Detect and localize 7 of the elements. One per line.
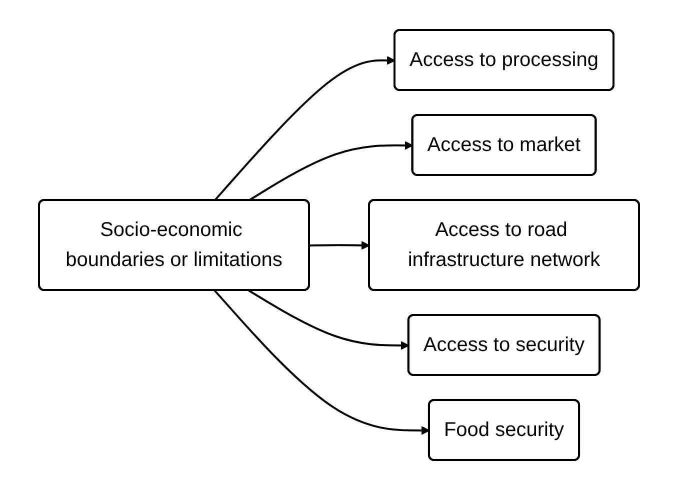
- arrow: [308, 240, 370, 250]
- arrow: [248, 141, 413, 202]
- arrow: [213, 56, 395, 202]
- node-text: Access to road infrastructure network: [407, 219, 600, 271]
- arrow: [213, 290, 430, 435]
- arrow: [248, 290, 409, 350]
- node-text: Socio-economic boundaries or limitations: [65, 219, 282, 271]
